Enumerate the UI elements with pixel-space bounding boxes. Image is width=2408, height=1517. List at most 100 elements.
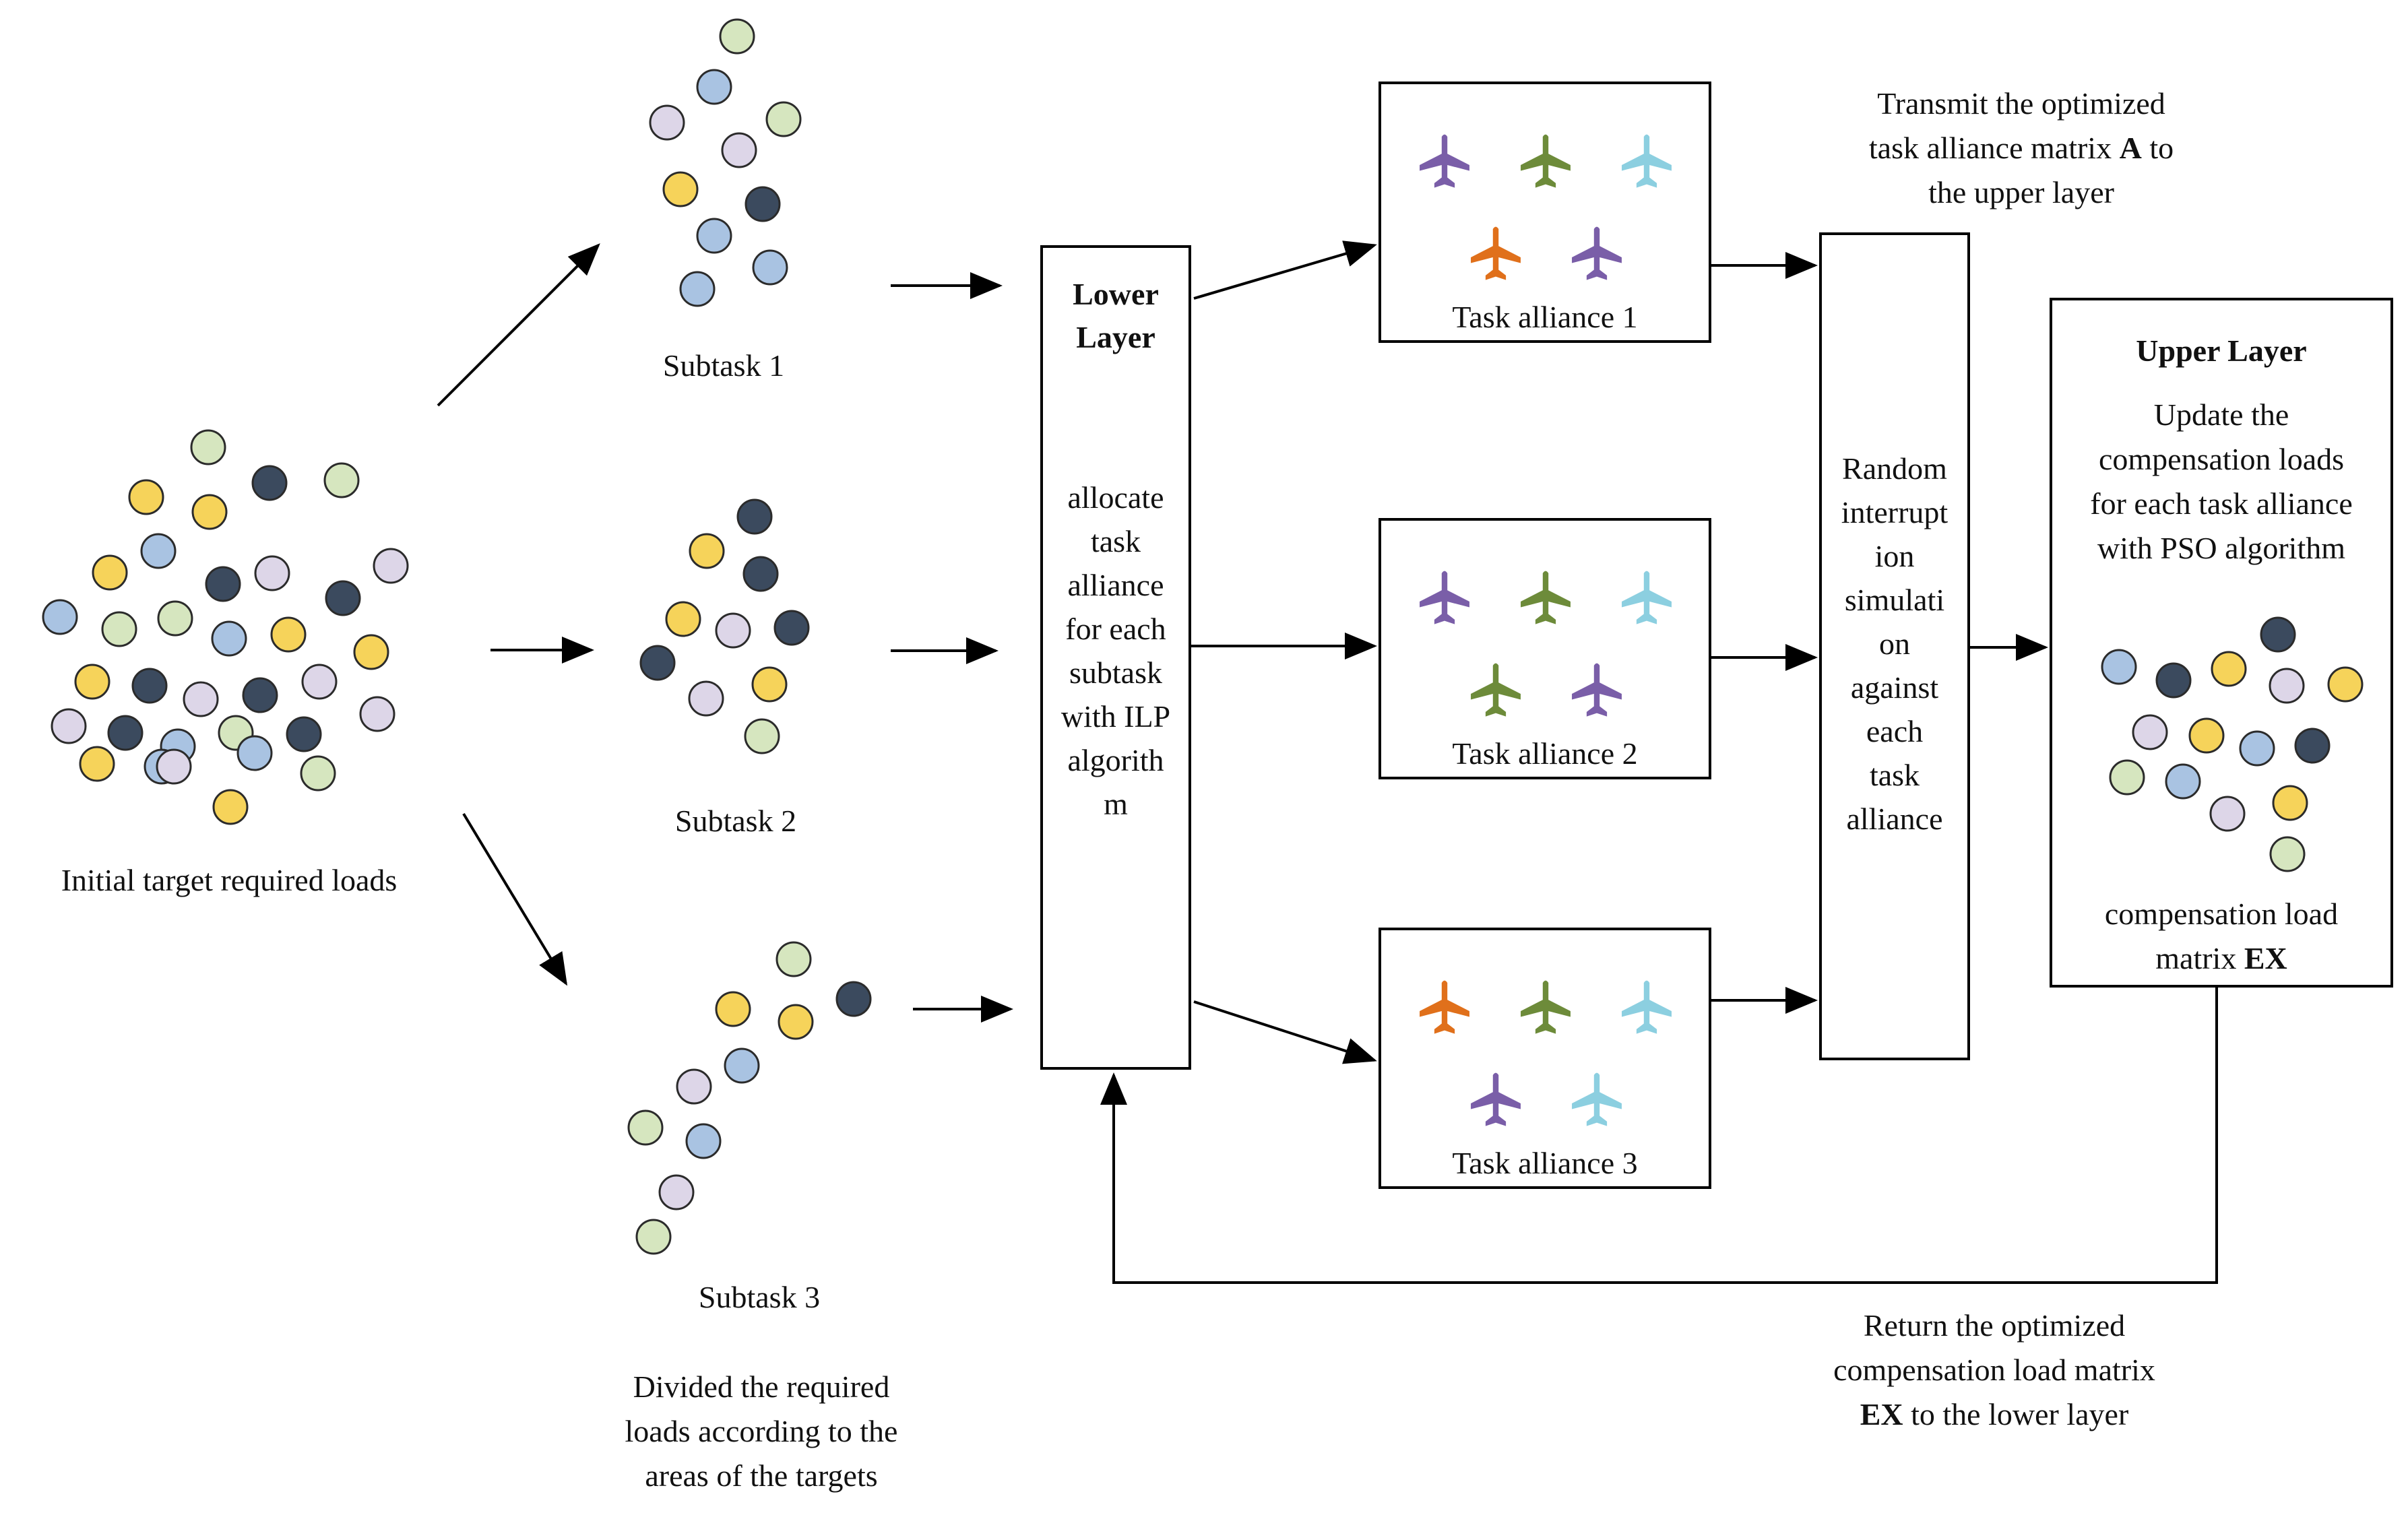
subtask2-load-dot — [773, 610, 810, 646]
subtask1-load-dot — [721, 132, 757, 168]
airplane-icon — [1622, 571, 1672, 624]
compensation-load-dot — [2327, 666, 2364, 703]
subtask-3-label: Subtask 3 — [698, 1280, 821, 1314]
airplane-icon — [1521, 980, 1571, 1034]
subtask3-load-dot — [685, 1123, 722, 1159]
subtask-2-label: Subtask 2 — [674, 804, 797, 838]
airplane-icon — [1572, 663, 1622, 717]
initial-load-dot — [236, 735, 273, 771]
subtask2-load-dot — [689, 533, 725, 569]
airplane-icon — [1521, 571, 1571, 624]
compensation-load-dot — [2101, 649, 2137, 685]
initial-loads-label: Initial target required loads — [61, 863, 398, 897]
compensation-load-dot — [2269, 836, 2306, 872]
compensation-load-dot — [2188, 717, 2225, 754]
task-alliance-2-label: Task alliance 2 — [1452, 736, 1638, 771]
airplane-icon — [1420, 134, 1469, 188]
subtask2-load-dot — [688, 680, 724, 717]
transmit-note: Transmit the optimized task alliance mat… — [1868, 86, 2174, 209]
random-interruption-label: Random interrupt ion simulati on against… — [1841, 451, 1948, 836]
airplane-icon — [1572, 226, 1622, 280]
subtask1-load-dot — [744, 186, 781, 222]
initial-load-dot — [131, 668, 168, 704]
task-alliance-1-label: Task alliance 1 — [1452, 300, 1638, 334]
airplane-icon — [1471, 1072, 1521, 1126]
initial-load-dot — [79, 746, 115, 782]
subtask1-load-dot — [649, 104, 685, 141]
initial-load-dot — [301, 664, 338, 700]
initial-load-dot — [140, 533, 177, 569]
lower-layer-title: Lower Layer — [1073, 277, 1159, 354]
subtask1-load-dot — [752, 249, 788, 286]
upper-layer-box — [2050, 298, 2393, 988]
subtask2-load-dot — [665, 601, 701, 637]
subtask3-load-dot — [715, 991, 751, 1027]
subtask2-load-dot — [736, 498, 773, 535]
initial-load-dot — [373, 548, 409, 584]
initial-load-dot — [251, 465, 288, 501]
initial-load-dot — [157, 600, 193, 637]
initial-load-dot — [74, 664, 110, 700]
subtask1-load-dot — [719, 18, 755, 55]
subtask1-load-dot — [662, 171, 699, 207]
initial-load-dot — [183, 681, 219, 717]
initial-load-dot — [107, 715, 144, 751]
task-alliance-1-box — [1379, 82, 1711, 343]
subtask3-load-dot — [676, 1068, 712, 1105]
initial-load-dot — [101, 611, 137, 647]
arrow-lower-to-alliance1 — [1193, 240, 1377, 300]
subtask-1-label: Subtask 1 — [662, 348, 785, 383]
compensation-load-dot — [2272, 785, 2308, 821]
initial-load-dot — [92, 554, 128, 591]
initial-load-dot — [254, 555, 290, 591]
subtask3-load-dot — [835, 981, 872, 1017]
initial-load-dot — [286, 716, 322, 752]
airplane-icon — [1521, 134, 1571, 188]
compensation-load-dot — [2209, 796, 2246, 832]
subtask1-load-dot — [696, 218, 732, 254]
upper-layer-description: Update the compensation loads for each t… — [2090, 397, 2353, 565]
initial-load-dot — [212, 789, 249, 825]
subtask1-load-dot — [765, 101, 802, 137]
compensation-matrix-label: compensation load matrix EX — [2104, 897, 2339, 975]
subtask1-load-dot — [696, 69, 732, 105]
initial-load-dot — [156, 748, 192, 785]
task-alliance-3-label: Task alliance 3 — [1452, 1146, 1638, 1180]
subtask3-load-dot — [627, 1109, 664, 1146]
lower-layer-description: allocate task alliance for each subtask … — [1060, 480, 1171, 821]
return-note: Return the optimized compensation load m… — [1833, 1308, 2155, 1431]
airplane-icon — [1622, 980, 1672, 1034]
subtask1-load-dot — [679, 271, 716, 307]
airplane-icon — [1420, 571, 1469, 624]
airplane-icon — [1471, 663, 1521, 717]
subtask2-load-dot — [751, 666, 788, 703]
compensation-load-dot — [2165, 763, 2201, 800]
airplane-icon — [1622, 134, 1672, 188]
compensation-load-dot — [2211, 651, 2247, 687]
initial-load-dot — [190, 429, 226, 465]
initial-load-dot — [353, 634, 389, 670]
initial-load-dot — [211, 620, 247, 657]
task-alliance-2-box — [1379, 518, 1711, 779]
compensation-load-dot — [2132, 714, 2168, 750]
subtask2-load-dot — [744, 718, 780, 754]
compensation-load-dot — [2260, 616, 2296, 653]
initial-load-dot — [205, 566, 241, 602]
initial-load-dot — [270, 616, 307, 653]
arrow-to-subtask3 — [462, 812, 568, 986]
initial-load-dot — [325, 580, 361, 616]
arrow-lower-to-alliance3 — [1193, 1000, 1377, 1064]
divided-description: Divided the required loads according to … — [625, 1369, 898, 1493]
airplane-icon — [1471, 226, 1521, 280]
compensation-load-dot — [2239, 730, 2275, 767]
subtask3-load-dot — [775, 941, 812, 977]
subtask2-load-dot — [639, 645, 676, 681]
subtask3-load-dot — [658, 1174, 695, 1211]
subtask3-load-dot — [635, 1219, 672, 1255]
lower-layer-box — [1040, 245, 1191, 1070]
subtask2-load-dot — [715, 612, 751, 649]
subtask2-load-dot — [742, 556, 779, 592]
initial-load-dot — [51, 708, 87, 744]
return-feedback-arrow — [1100, 986, 2218, 1284]
